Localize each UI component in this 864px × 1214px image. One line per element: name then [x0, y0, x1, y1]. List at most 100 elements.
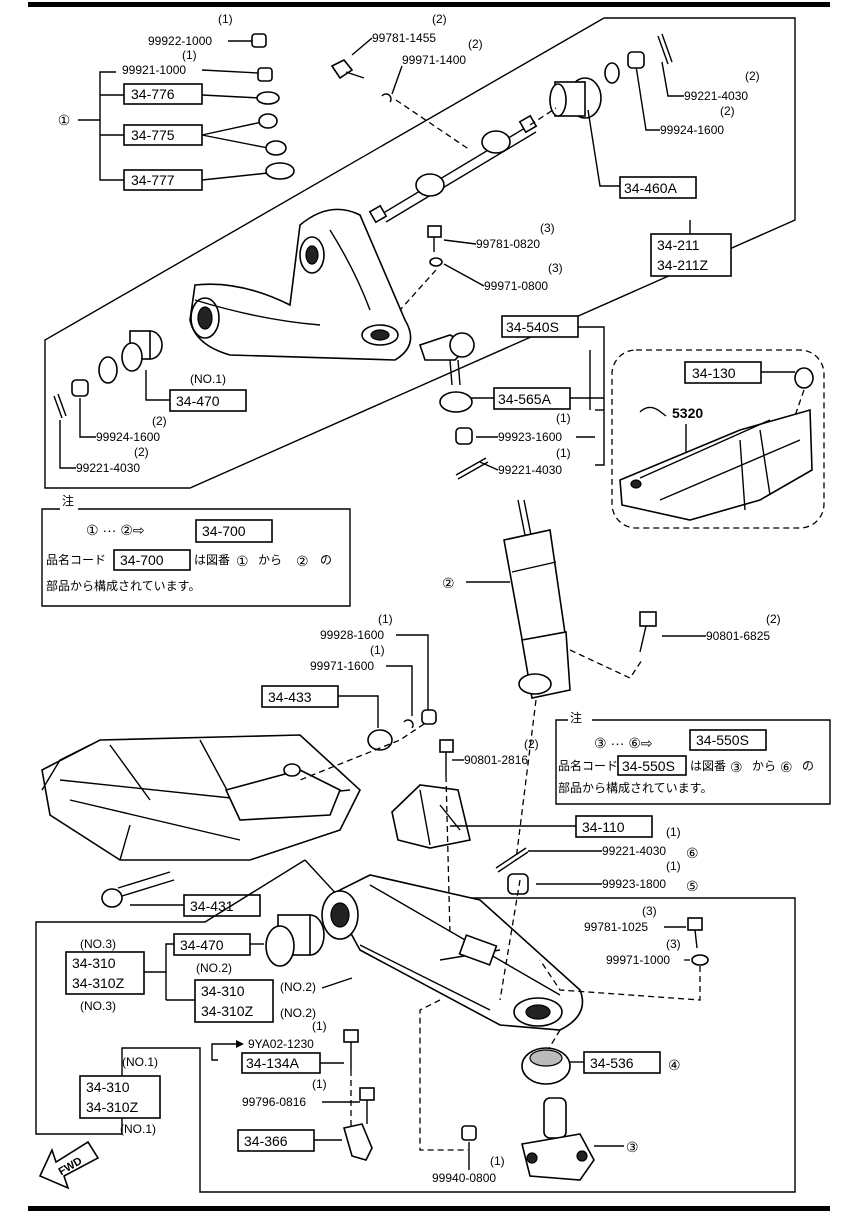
qty-99781-0820: (3) — [540, 221, 555, 235]
cotter-pin-icon — [53, 393, 67, 419]
dash-433 — [299, 723, 425, 781]
box-34-700-label: 34-700 — [202, 523, 246, 539]
qty-99923-1600: (1) — [556, 411, 571, 425]
box-34-540S-label: 34-540S — [506, 319, 559, 335]
part-99971-1600: 99971-1600 — [310, 659, 374, 673]
lock-washer-icon — [381, 93, 392, 103]
leader-34-470-a — [145, 370, 170, 401]
bushing-icon — [121, 330, 163, 372]
part-99924-1600b: 99924-1600 — [96, 430, 160, 444]
dash-lower-c — [499, 879, 521, 1001]
circled-3-label: ③ — [626, 1139, 639, 1155]
washer-icon — [691, 954, 709, 966]
cushion-icon — [265, 162, 295, 180]
box-34-550S-note — [617, 755, 687, 776]
bolt-head-icon — [439, 739, 454, 753]
leader-9YA02 — [211, 1043, 236, 1061]
qty-99921: (1) — [182, 48, 197, 62]
bolt-head-icon — [359, 1087, 375, 1101]
box-34-310-b — [194, 979, 274, 1023]
leader-34-775a — [201, 121, 263, 136]
circled-2-label: ② — [442, 575, 455, 591]
note1-no: の — [320, 553, 332, 567]
box-34-460A — [619, 176, 697, 199]
note1-line2-prefix: 品名コード — [46, 552, 106, 567]
note2-no: の — [802, 759, 814, 773]
leader-34-540S — [578, 326, 605, 466]
box-34-310-b-label: 34-310 — [201, 983, 245, 999]
bottom-rule — [28, 1206, 830, 1211]
part-99940-0800: 99940-0800 — [432, 1171, 496, 1185]
note2-title: 注 — [570, 710, 582, 725]
box-34-310-a-label: 34-310 — [72, 955, 116, 971]
part-99781-1455: 99781-1455 — [372, 31, 436, 45]
note1-to: ② — [296, 553, 309, 569]
box-34-777-label: 34-777 — [131, 172, 175, 188]
qty-99221-4030b: (1) — [556, 446, 571, 460]
qty-99924-1600a: (2) — [720, 104, 735, 118]
qty-99781-1455: (2) — [432, 12, 447, 26]
note2-from: ③ — [730, 759, 743, 775]
upper-ball-joint-icon — [418, 332, 475, 386]
cotter-pin-icon — [657, 33, 673, 65]
lower-arm-frame — [35, 859, 796, 1193]
castle-nut-icon — [455, 427, 473, 445]
part-99971-1400: 99971-1400 — [402, 53, 466, 67]
part-90801-2816: 90801-2816 — [464, 753, 528, 767]
box-34-536-label: 34-536 — [590, 1055, 634, 1071]
leader-99971-1600 — [386, 665, 413, 716]
part-99921-1000: 99921-1000 — [122, 63, 186, 77]
qty-99221-4030c: (2) — [134, 445, 149, 459]
note-no2-a: (NO.2) — [196, 961, 232, 975]
part-99928-1600: 99928-1600 — [320, 628, 384, 642]
qty-99922: (1) — [218, 12, 233, 26]
part-99781-0820: 99781-0820 — [476, 237, 540, 251]
box-34-470-b-label: 34-470 — [180, 937, 224, 953]
leader-99781-0820 — [443, 239, 477, 245]
bolt-shank — [345, 71, 365, 79]
leader-34-777 — [201, 172, 269, 181]
part-99923-1600: 99923-1600 — [498, 430, 562, 444]
bolt-head-icon — [427, 225, 442, 238]
leader-1c — [99, 120, 124, 181]
note1-from: ① — [236, 553, 249, 569]
box-34-433-label: 34-433 — [268, 689, 312, 705]
ref-5320: 5320 — [672, 405, 703, 421]
note-no1-b: (NO.1) — [122, 1055, 158, 1069]
dash-lower-d — [445, 775, 451, 936]
leader-34-310-a — [144, 943, 174, 973]
inset-5320-frame — [611, 349, 825, 529]
box-34-550S-label: 34-550S — [696, 732, 749, 748]
qty-99781-1025: (3) — [642, 904, 657, 918]
part-99923-1800: 99923-1800 — [602, 877, 666, 891]
dash-90801-6825 — [569, 649, 643, 679]
box-34-310Z-c-label: 34-310Z — [86, 1099, 139, 1115]
qty-99971-1600: (1) — [370, 643, 385, 657]
circled-4-label: ④ — [668, 1057, 681, 1073]
note1-line2-suffix: は図番 — [194, 553, 230, 567]
frame-member-icon — [619, 408, 813, 521]
qty-99971-0800: (3) — [548, 261, 563, 275]
dash-99971-1000 — [539, 959, 701, 1001]
part-99221-4030c: 99221-4030 — [76, 461, 140, 475]
note-no1-c: (NO.1) — [120, 1122, 156, 1136]
note2-frame — [555, 719, 831, 805]
note-no2-b: (NO.2) — [280, 980, 316, 994]
leader-1a — [78, 71, 116, 121]
qty-90801-2816: (2) — [524, 737, 539, 751]
nut-icon — [421, 709, 437, 725]
leader-34-460A — [587, 109, 620, 187]
box-34-310-c — [79, 1075, 161, 1119]
box-34-775-label: 34-775 — [131, 127, 175, 143]
dash-shaft-a — [395, 99, 471, 151]
leader-99221-4030c — [59, 420, 76, 469]
bushing-icon — [258, 113, 278, 129]
box-34-700-note-label: 34-700 — [120, 552, 164, 568]
note2-kara: から — [752, 759, 776, 773]
shock-absorber-icon — [503, 499, 571, 699]
box-34-130-label: 34-130 — [692, 365, 736, 381]
note2-range: ③ ··· ⑥⇨ — [594, 735, 653, 751]
part-99221-4030b: 99221-4030 — [498, 463, 562, 477]
bolt-shank — [694, 929, 698, 949]
